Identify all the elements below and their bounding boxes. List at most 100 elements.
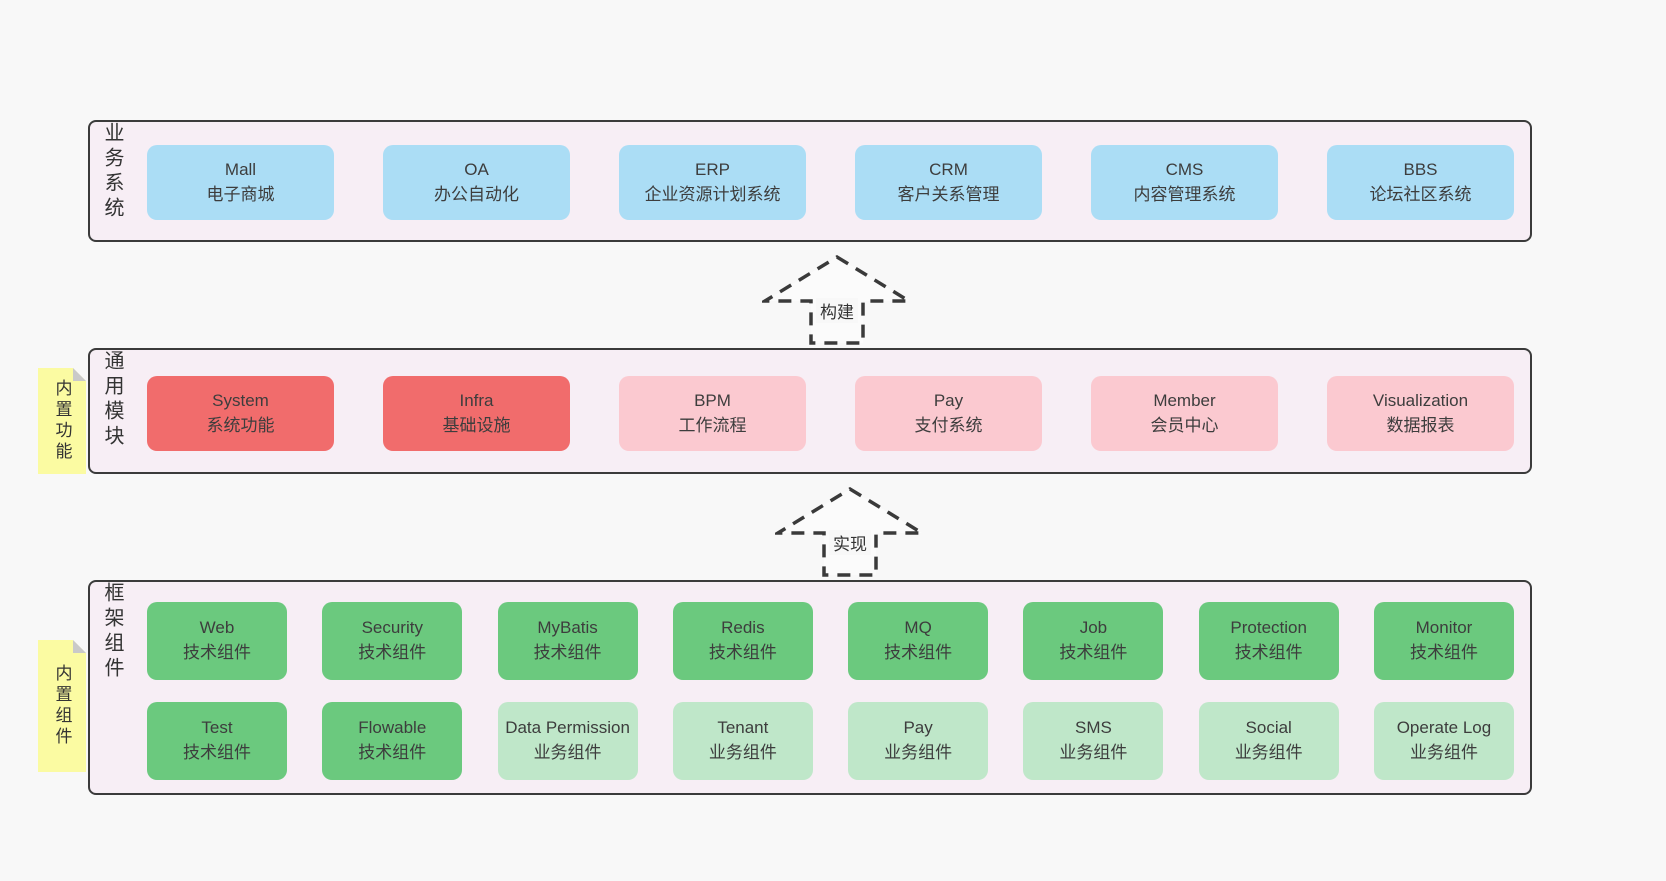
box-data-permission: Data Permission 业务组件 [497, 702, 638, 780]
box-title: CMS [1165, 159, 1204, 179]
panel-components-label: 框架组件 [101, 582, 123, 682]
box-redis: Redis 技术组件 [672, 602, 813, 680]
box-title: Visualization [1372, 390, 1469, 410]
box-subtitle: 电子商城 [206, 184, 275, 204]
box-subtitle: 业务组件 [533, 743, 602, 762]
box-subtitle: 技术组件 [358, 643, 427, 662]
box-title: Job [1079, 618, 1108, 638]
box-monitor: Monitor 技术组件 [1373, 602, 1514, 680]
panel-modules-label: 通用模块 [101, 350, 123, 450]
box-title: Security [361, 618, 423, 638]
build-arrow: 构建 [762, 254, 912, 346]
box-subtitle: 业务组件 [1059, 743, 1128, 762]
box-social: Social 业务组件 [1198, 702, 1339, 780]
box-cms: CMS 内容管理系统 [1091, 145, 1278, 220]
box-title: Test [201, 718, 233, 738]
panel-business-systems: 业务系统 Mall 电子商城 OA 办公自动化 ERP 企业资源计划系统 CRM… [88, 120, 1532, 242]
implement-arrow: 实现 [775, 486, 925, 578]
box-title: Social [1245, 718, 1292, 738]
box-title: OA [464, 159, 489, 179]
box-subtitle: 系统功能 [206, 415, 275, 435]
box-title: Data Permission [505, 718, 630, 738]
box-erp: ERP 企业资源计划系统 [619, 145, 806, 220]
box-title: System [212, 390, 269, 410]
box-subtitle: 会员中心 [1150, 415, 1219, 435]
box-title: Flowable [358, 718, 427, 738]
box-subtitle: 业务组件 [1409, 743, 1478, 762]
box-security: Security 技术组件 [322, 602, 463, 680]
sticky-note-paper [38, 640, 86, 772]
box-system: System 系统功能 [147, 376, 334, 451]
box-infra: Infra 基础设施 [383, 376, 570, 451]
box-mall: Mall 电子商城 [147, 145, 334, 220]
components-row-2: Test 技术组件 Flowable 技术组件 Data Permission … [147, 702, 1514, 780]
box-job: Job 技术组件 [1023, 602, 1164, 680]
sticky-note-built-in-features: 内置功能 [38, 368, 86, 474]
business-boxes-row: Mall 电子商城 OA 办公自动化 ERP 企业资源计划系统 CRM 客户关系… [147, 145, 1514, 220]
box-subtitle: 业务组件 [1234, 743, 1303, 762]
box-tenant: Tenant 业务组件 [672, 702, 813, 780]
box-title: Redis [721, 618, 765, 638]
box-subtitle: 技术组件 [708, 643, 777, 662]
panel-business-label: 业务系统 [101, 122, 123, 222]
box-oa: OA 办公自动化 [383, 145, 570, 220]
box-title: MyBatis [537, 618, 598, 638]
box-sms: SMS 业务组件 [1023, 702, 1164, 780]
modules-boxes-row: System 系统功能 Infra 基础设施 BPM 工作流程 Pay 支付系统… [147, 376, 1514, 451]
box-flowable: Flowable 技术组件 [322, 702, 463, 780]
box-subtitle: 技术组件 [1059, 643, 1128, 662]
box-bpm: BPM 工作流程 [619, 376, 806, 451]
box-subtitle: 企业资源计划系统 [644, 184, 781, 204]
box-mybatis: MyBatis 技术组件 [497, 602, 638, 680]
sticky-note-paper [38, 368, 86, 474]
box-visualization: Visualization 数据报表 [1327, 376, 1514, 451]
build-arrow-label: 构建 [816, 298, 858, 323]
box-title: CRM [929, 159, 968, 179]
box-subtitle: 工作流程 [678, 415, 747, 435]
sticky-note-text: 内置功能 [52, 379, 72, 463]
box-pay-module: Pay 支付系统 [855, 376, 1042, 451]
box-subtitle: 客户关系管理 [897, 184, 1000, 204]
box-subtitle: 内容管理系统 [1133, 184, 1236, 204]
box-subtitle: 技术组件 [1409, 643, 1478, 662]
box-subtitle: 业务组件 [884, 743, 953, 762]
box-subtitle: 基础设施 [442, 415, 511, 435]
box-subtitle: 技术组件 [884, 643, 953, 662]
panel-framework-components: 框架组件 Web 技术组件 Security 技术组件 MyBatis 技术组件… [88, 580, 1532, 795]
box-subtitle: 办公自动化 [434, 184, 519, 204]
box-title: Mall [224, 159, 257, 179]
box-title: SMS [1074, 718, 1112, 738]
box-subtitle: 技术组件 [183, 743, 251, 762]
panel-common-modules: 通用模块 System 系统功能 Infra 基础设施 BPM 工作流程 Pay… [88, 348, 1532, 474]
box-title: Pay [903, 718, 933, 738]
box-test: Test 技术组件 [147, 702, 287, 780]
box-title: Pay [933, 390, 964, 410]
box-title: Operate Log [1396, 718, 1492, 738]
components-row-1: Web 技术组件 Security 技术组件 MyBatis 技术组件 Redi… [147, 602, 1514, 680]
box-title: Infra [459, 390, 494, 410]
box-title: ERP [695, 159, 730, 179]
box-title: Protection [1230, 618, 1307, 638]
box-protection: Protection 技术组件 [1198, 602, 1339, 680]
box-title: BPM [694, 390, 731, 410]
box-bbs: BBS 论坛社区系统 [1327, 145, 1514, 220]
sticky-note-built-in-components: 内置组件 [38, 640, 86, 772]
box-subtitle: 技术组件 [533, 643, 602, 662]
box-title: Member [1153, 390, 1216, 410]
box-title: MQ [904, 618, 932, 638]
implement-arrow-label: 实现 [829, 530, 871, 555]
box-operate-log: Operate Log 业务组件 [1373, 702, 1514, 780]
box-subtitle: 数据报表 [1386, 415, 1455, 435]
box-title: BBS [1403, 159, 1438, 179]
sticky-note-text: 内置组件 [52, 664, 72, 748]
box-web: Web 技术组件 [147, 602, 287, 680]
box-subtitle: 技术组件 [1234, 643, 1303, 662]
box-mq: MQ 技术组件 [848, 602, 989, 680]
box-member: Member 会员中心 [1091, 376, 1278, 451]
box-title: Web [199, 618, 235, 638]
box-title: Tenant [717, 718, 769, 738]
box-subtitle: 论坛社区系统 [1369, 184, 1472, 204]
box-subtitle: 技术组件 [358, 743, 427, 762]
box-subtitle: 支付系统 [914, 415, 983, 435]
